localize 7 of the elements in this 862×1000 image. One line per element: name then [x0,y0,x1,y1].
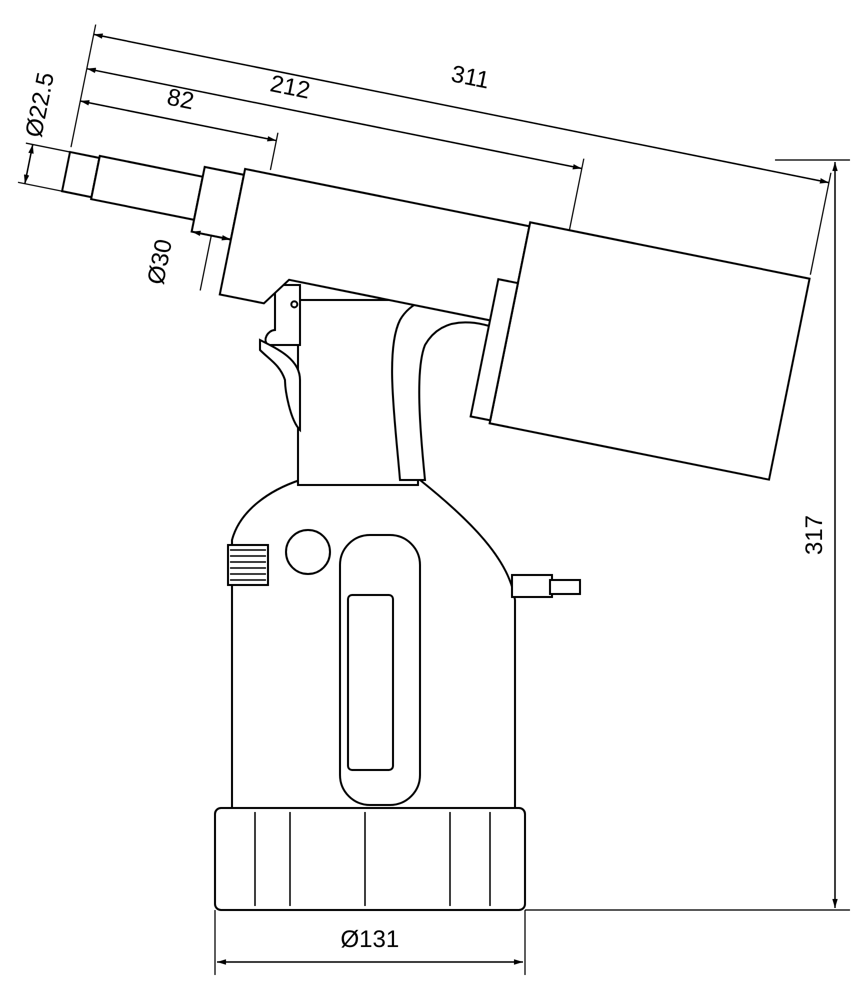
dimension-value: 317 [803,514,828,556]
dimension-value: 311 [449,62,492,94]
dimension-value: 82 [164,86,196,114]
dimension-value: Ø22.5 [22,70,58,140]
dimension-value: Ø131 [340,928,400,952]
dimension-value: 212 [268,72,312,104]
dimension-value: Ø30 [144,237,176,287]
